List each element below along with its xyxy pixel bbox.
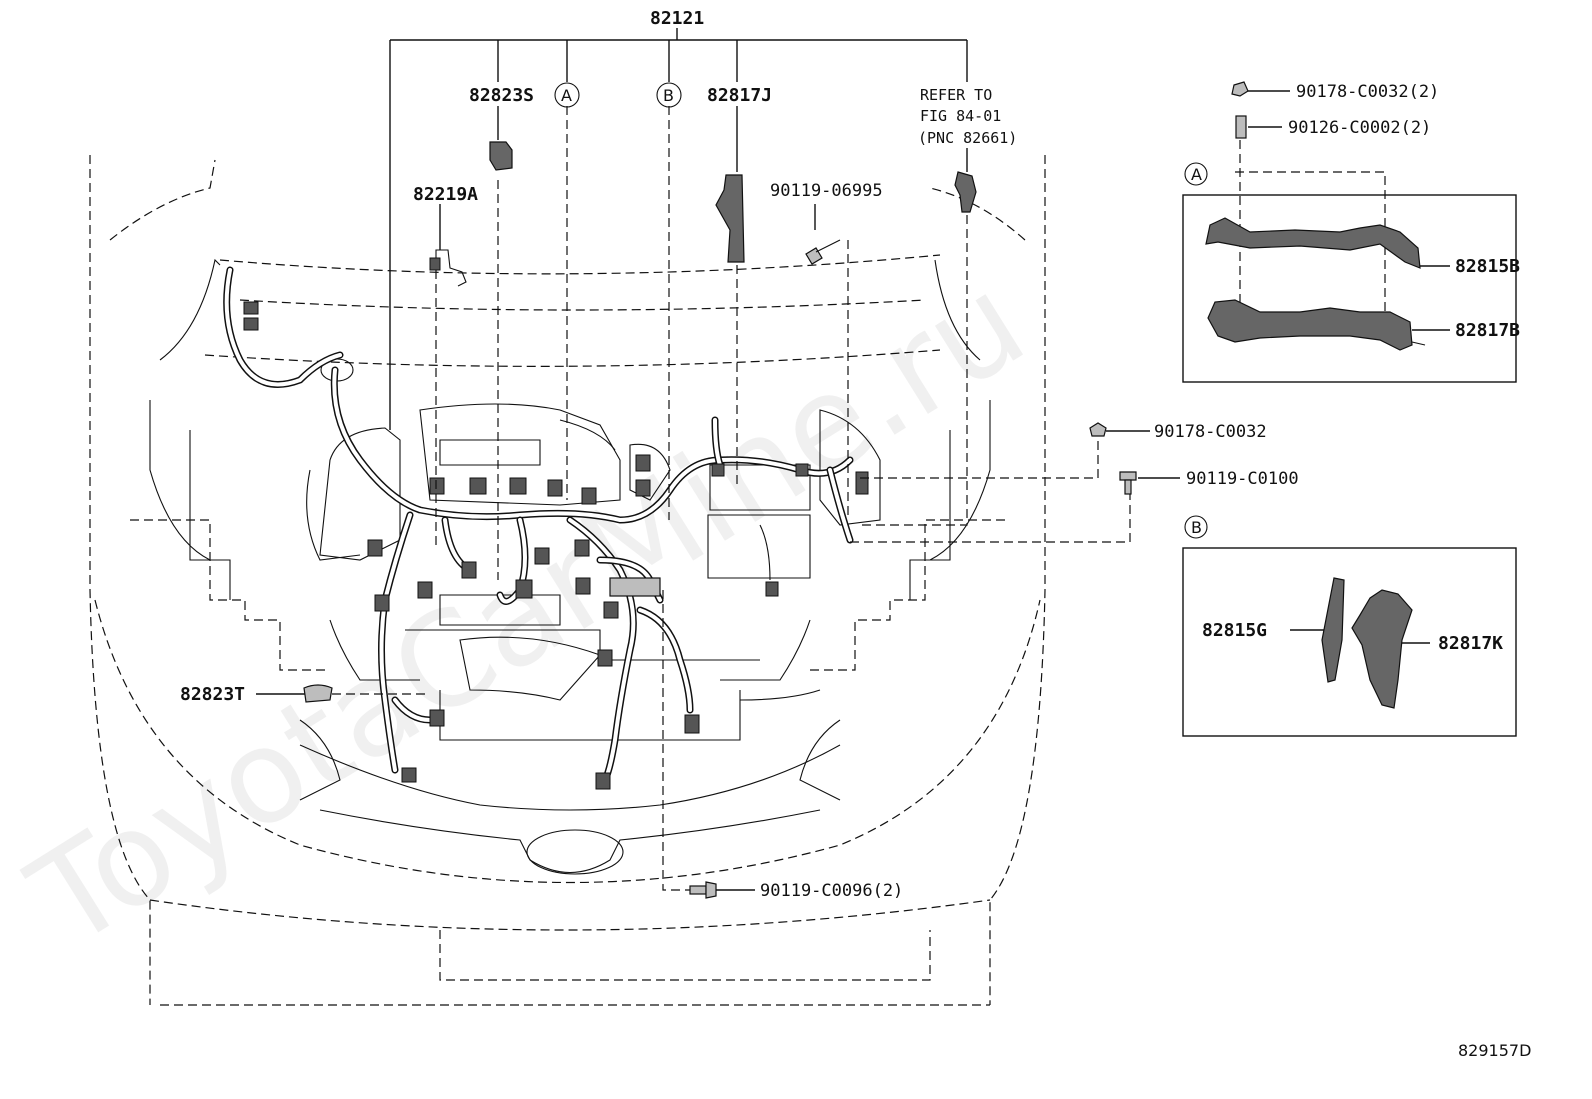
label-refer-line3: (PNC 82661) [918,129,1017,147]
inset-b: B [1182,515,1517,737]
label-90119-06995: 90119-06995 [770,181,883,201]
main-wire-harness [223,266,869,790]
label-82817B: 82817B [1455,320,1520,341]
leader-lines [256,28,1450,891]
connector-82661-icon [954,171,977,213]
label-82219A: 82219A [413,184,478,205]
part-labels: 82121 82823S A B 82817J REFER TO FIG 84-… [180,8,1531,1060]
label-callout-a: A [561,86,572,105]
label-82823S: 82823S [469,85,534,106]
clamp-82817J-icon [715,174,745,263]
watermark: ToyotaCarMine.ru [5,246,1050,977]
figure-reference: 829157D [1458,1041,1531,1060]
label-82121: 82121 [650,8,704,29]
label-90178-C0032-2: 90178-C0032(2) [1296,82,1439,102]
dashed-leader-lines [332,106,1386,891]
cover-82817K-icon [1351,589,1413,709]
label-90119-C0096-2: 90119-C0096(2) [760,881,903,901]
callout-b-icon [1184,515,1208,539]
stud-90126-C0002-2-icon [1235,115,1247,139]
top-parts [429,141,977,287]
bolt-90119-06995-icon [805,239,841,265]
mid-fasteners [1089,422,1137,495]
clamp-82823S-icon [489,141,513,171]
cover-82815B-icon [1205,217,1421,269]
cover-82815G-icon [1321,577,1345,683]
inset-b-letter: B [1191,518,1202,537]
nut-90178-C0032-icon [1089,422,1107,437]
inset-a-letter: A [1191,165,1202,184]
label-82815B: 82815B [1455,256,1520,277]
label-90178-C0032: 90178-C0032 [1154,422,1267,442]
clamp-82823T-icon [303,684,333,703]
label-82815G: 82815G [1202,620,1267,641]
label-82817K: 82817K [1438,633,1503,654]
label-refer-line2: FIG 84-01 [920,107,1001,125]
inset-a: A [1182,81,1517,383]
bottom-fasteners [303,684,717,899]
label-callout-b: B [663,86,674,105]
cover-82817B-icon [1207,299,1426,351]
wire-82219A-icon [429,249,467,287]
label-90126-C0002-2: 90126-C0002(2) [1288,118,1431,138]
bolt-90119-C0096-2-icon [689,881,717,899]
label-refer-line1: REFER TO [920,86,992,104]
label-82823T: 82823T [180,684,245,705]
label-90119-C0100: 90119-C0100 [1186,469,1299,489]
label-82817J: 82817J [707,85,772,106]
bolt-90119-C0100-icon [1119,471,1137,495]
watermark-text: ToyotaCarMine.ru [5,246,1050,977]
callout-a-icon [554,82,580,108]
callout-a-icon [1184,162,1208,186]
nut-90178-C0032-2-icon [1231,81,1249,97]
callout-b-icon [656,82,682,108]
